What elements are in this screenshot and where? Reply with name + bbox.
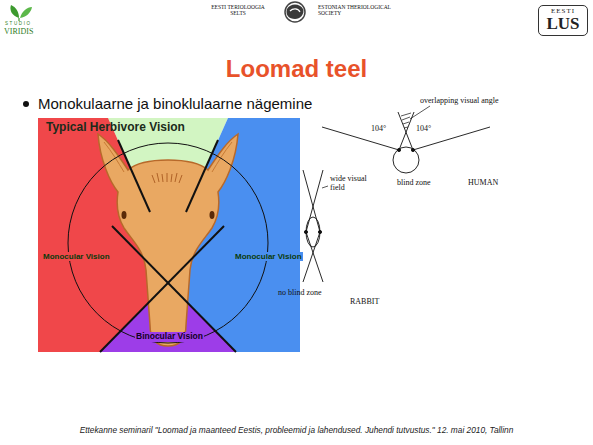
region-label: Monocular Vision (42, 252, 111, 261)
diagram-note: overlapping visual angle (420, 96, 499, 105)
viridis-logo (10, 5, 32, 21)
diagram-note: wide visual field (330, 174, 374, 192)
society-name: ESTONIAN THERIOLOGICAL SOCIETY (318, 4, 398, 17)
angle-value: 104° (371, 124, 386, 133)
vision-lines (68, 140, 268, 352)
region-label: Monocular Vision (234, 252, 303, 261)
angle-value: 104° (416, 124, 431, 133)
region-label: Typical Herbivore Vision (45, 121, 186, 135)
human-diagram (322, 106, 490, 173)
diagram-note: no blind zone (278, 288, 322, 297)
logo-text: LUS (545, 15, 581, 33)
rabbit-diagram (303, 170, 328, 282)
diagram-note: blind zone (397, 178, 431, 187)
slide-title: Loomad teel (0, 55, 593, 83)
footer-caption: Ettekanne seminaril "Loomad ja maanteed … (0, 426, 593, 436)
bullet-dot (23, 101, 29, 107)
society-logo (285, 2, 305, 22)
logo-text: VIRIDIS (4, 27, 33, 36)
logo-text: STUDIO (5, 21, 32, 26)
region-label: Binocular Vision (135, 332, 204, 342)
society-logo-box: EESTILUS (538, 5, 588, 36)
species-name: RABBIT (350, 297, 379, 306)
society-name: EESTI TERIOLOOGIA SELTS (204, 4, 272, 17)
species-name: HUMAN (468, 178, 498, 187)
herbivore-head (98, 134, 238, 346)
logo-text: EESTI (545, 8, 581, 15)
bullet-text: Monokulaarne ja binoklulaarne nägemine (38, 95, 312, 112)
